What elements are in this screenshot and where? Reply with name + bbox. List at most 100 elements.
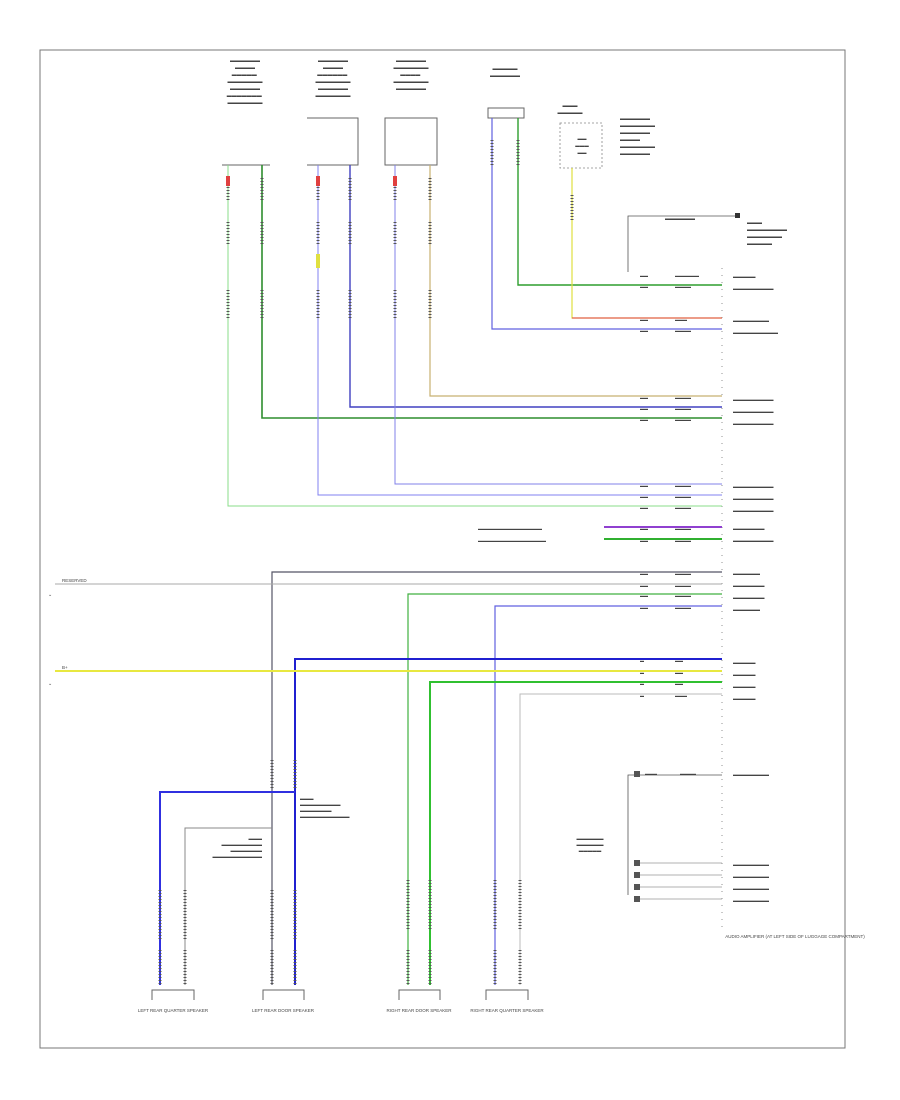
speaker-left-rear-quarter: LEFT REAR QUARTER SPEAKER <box>138 989 209 1013</box>
svg-text:▬▬: ▬▬ <box>640 417 648 422</box>
svg-text:▬: ▬ <box>640 681 644 686</box>
audio-unit-connector: ▬▬▬▬▬ ▬▬▬▬▬▬▬▬▬ ▬▬▬▬▬▬▬▬ ▬▬▬▬▬▬▬▬▬▬ ▬▬▬▬… <box>721 268 865 939</box>
connector-marks-top <box>226 140 574 320</box>
fuse-block: ▬▬▬▬▬▬▬▬ ▬▬▬▬▬▬▬ ▬▬▬▬▬▬▬▬▬▬▬▬▬▬▬▬▬▬▬ ▬▬▬… <box>558 103 655 169</box>
svg-text:▬▬: ▬▬ <box>640 406 648 411</box>
svg-text:▬▬▬▬: ▬▬▬▬ <box>675 284 691 289</box>
svg-text:▬▬▬▬▬: ▬▬▬▬▬ <box>733 684 756 689</box>
svg-text:▬▬▬▬▬▬▬: ▬▬▬▬▬▬▬ <box>733 583 765 588</box>
svg-text:▬▬▬▬▬▬▬▬: ▬▬▬▬▬▬▬▬ <box>733 772 770 777</box>
svg-text:▬▬▬▬: ▬▬▬▬ <box>675 395 691 400</box>
svg-text:▬▬: ▬▬ <box>640 273 648 278</box>
svg-text:▬▬▬▬▬▬▬▬▬▬▬▬▬▬▬▬▬▬▬ ▬▬▬▬: ▬▬▬▬▬▬▬▬▬▬▬▬▬▬▬▬▬▬▬ ▬▬▬▬▬▬▬▬▬▬▬▬▬▬▬▬▬ <box>620 116 655 157</box>
top-component-1: ▬▬▬▬▬▬▬▬▬▬▬▬▬▬▬ ▬▬▬▬▬▬▬▬▬▬▬▬▬▬▬▬▬▬▬▬ ▬▬▬… <box>222 58 270 166</box>
svg-text:B+: B+ <box>62 665 68 670</box>
svg-text:RIGHT REAR QUARTER SPEAKER: RIGHT REAR QUARTER SPEAKER <box>470 1008 544 1013</box>
top-component-4: ▬▬▬▬▬▬▬▬▬▬▬ <box>487 66 525 119</box>
svg-text:▬▬▬▬▬▬▬▬▬▬▬▬▬▬▬▬▬▬▬▬▬▬▬: ▬▬▬▬▬▬▬▬▬▬▬▬▬▬▬▬▬▬▬▬▬▬▬ <box>747 220 787 247</box>
svg-text:▬: ▬ <box>640 693 644 698</box>
wires-lower <box>55 571 722 985</box>
svg-text:▬▬▬▬: ▬▬▬▬ <box>675 605 691 610</box>
wires-top <box>227 118 722 540</box>
top-component-3: ▬▬▬▬▬▬▬▬▬▬▬▬▬▬▬▬▬ ▬▬▬▬▬▬▬▬▬▬▬▬▬ <box>384 58 438 166</box>
svg-text:▬▬: ▬▬ <box>640 583 648 588</box>
audio-unit-label: AUDIO AMPLIFIER (AT LEFT SIDE OF LUGGAGE… <box>725 934 865 939</box>
svg-text:▬▬▬▬: ▬▬▬▬ <box>675 526 691 531</box>
svg-text:▬▬: ▬▬ <box>640 505 648 510</box>
svg-text:▬▬▬▬▬▬▬▬▬▬▬▬▬▬▬▬▬ ▬▬▬▬▬▬: ▬▬▬▬▬▬▬▬▬▬▬▬▬▬▬▬▬ ▬▬▬▬▬▬▬▬▬▬▬▬▬ <box>394 58 429 92</box>
side-power-line: ⌄ B+ <box>48 665 68 687</box>
svg-text:▬▬▬▬▬▬▬▬▬▬▬▬▬▬▬▬▬: ▬▬▬▬▬▬▬▬▬▬▬▬▬▬▬▬▬ <box>478 538 546 543</box>
svg-text:▬▬▬▬: ▬▬▬▬ <box>675 571 691 576</box>
svg-text:▬▬▬▬▬▬▬: ▬▬▬▬▬▬▬ <box>575 136 589 155</box>
svg-text:▬▬▬▬: ▬▬▬▬ <box>675 417 691 422</box>
svg-text:⌄: ⌄ <box>48 592 52 598</box>
svg-text:▬▬▬▬▬▬▬▬▬▬: ▬▬▬▬▬▬▬▬▬▬ <box>733 330 779 335</box>
speaker-right-rear-quarter: RIGHT REAR QUARTER SPEAKER <box>470 989 544 1013</box>
svg-text:▬▬▬▬: ▬▬▬▬ <box>680 771 696 776</box>
svg-text:▬▬▬: ▬▬▬ <box>645 771 657 776</box>
svg-text:▬▬▬▬: ▬▬▬▬ <box>675 593 691 598</box>
svg-text:▬▬▬▬▬▬▬: ▬▬▬▬▬▬▬ <box>733 595 765 600</box>
svg-text:▬▬▬▬: ▬▬▬▬ <box>675 328 691 333</box>
svg-text:▬▬: ▬▬ <box>675 681 683 686</box>
svg-text:▬▬: ▬▬ <box>640 605 648 610</box>
speaker-left-rear-door: LEFT REAR DOOR SPEAKER <box>252 989 315 1013</box>
svg-text:▬: ▬ <box>640 670 644 675</box>
svg-text:▬▬▬▬▬: ▬▬▬▬▬ <box>733 660 756 665</box>
amp-control-block: ▬▬▬ ▬▬▬▬ ▬▬▬▬▬▬▬▬▬▬▬▬▬▬▬▬▬ <box>577 771 722 902</box>
svg-text:▬▬▬▬▬▬▬▬▬: ▬▬▬▬▬▬▬▬▬ <box>733 421 774 426</box>
svg-text:▬▬▬▬: ▬▬▬▬ <box>675 538 691 543</box>
svg-text:▬▬▬▬▬▬: ▬▬▬▬▬▬ <box>675 273 699 278</box>
svg-text:▬: ▬ <box>640 658 644 663</box>
svg-text:▬▬▬▬▬▬▬▬▬: ▬▬▬▬▬▬▬▬▬ <box>733 409 774 414</box>
svg-text:▬▬▬▬▬▬▬▬▬▬▬▬▬▬▬▬▬: ▬▬▬▬▬▬▬▬▬▬▬▬▬▬▬▬▬ <box>577 836 605 853</box>
svg-text:▬▬: ▬▬ <box>640 494 648 499</box>
svg-text:▬▬▬▬▬▬▬▬▬▬▬▬▬▬▬▬▬▬▬▬▬▬▬▬▬▬▬▬▬▬: ▬▬▬▬▬▬▬▬▬▬▬▬▬▬▬▬▬▬▬▬▬▬▬▬▬▬▬▬▬▬ <box>300 796 350 819</box>
svg-text:▬▬: ▬▬ <box>640 317 648 322</box>
diagram-frame <box>39 49 846 1049</box>
svg-text:▬▬: ▬▬ <box>640 284 648 289</box>
svg-text:▬▬▬▬▬▬: ▬▬▬▬▬▬ <box>733 571 761 576</box>
svg-text:▬▬▬: ▬▬▬ <box>675 693 687 698</box>
connector-marks-lower <box>158 760 522 985</box>
svg-text:▬▬▬▬▬▬▬▬▬▬▬▬▬▬▬▬: ▬▬▬▬▬▬▬▬▬▬▬▬▬▬▬▬ <box>478 526 542 531</box>
svg-text:▬▬▬▬▬▬▬▬: ▬▬▬▬▬▬▬▬ <box>733 874 770 879</box>
speaker-right-rear-door: RIGHT REAR DOOR SPEAKER <box>387 989 453 1013</box>
svg-text:RIGHT REAR DOOR SPEAKER: RIGHT REAR DOOR SPEAKER <box>387 1008 453 1013</box>
svg-text:▬▬▬▬: ▬▬▬▬ <box>675 494 691 499</box>
svg-text:LEFT REAR QUARTER SPEAKER: LEFT REAR QUARTER SPEAKER <box>138 1008 209 1013</box>
svg-text:⌄: ⌄ <box>48 681 52 687</box>
svg-text:▬▬▬▬▬▬▬▬▬▬▬: ▬▬▬▬▬▬▬▬▬▬▬ <box>490 66 520 79</box>
svg-text:▬▬▬▬▬▬: ▬▬▬▬▬▬ <box>665 216 695 222</box>
svg-text:▬▬: ▬▬ <box>640 526 648 531</box>
svg-text:▬▬▬▬▬▬: ▬▬▬▬▬▬ <box>733 607 761 612</box>
svg-text:▬▬▬▬: ▬▬▬▬ <box>675 583 691 588</box>
svg-text:▬▬: ▬▬ <box>640 538 648 543</box>
svg-text:▬▬▬▬▬▬▬▬: ▬▬▬▬▬▬▬▬ <box>733 898 770 903</box>
svg-text:▬▬: ▬▬ <box>640 395 648 400</box>
svg-text:▬▬▬: ▬▬▬ <box>675 317 687 322</box>
svg-text:▬▬▬▬▬▬▬▬▬: ▬▬▬▬▬▬▬▬▬ <box>733 484 774 489</box>
svg-text:▬▬▬▬▬▬▬: ▬▬▬▬▬▬▬ <box>733 526 765 531</box>
svg-text:▬▬▬▬▬: ▬▬▬▬▬ <box>733 696 756 701</box>
svg-text:▬▬▬▬: ▬▬▬▬ <box>675 483 691 488</box>
svg-text:▬▬▬▬▬▬▬▬▬: ▬▬▬▬▬▬▬▬▬ <box>733 496 774 501</box>
svg-text:▬▬▬▬▬▬▬▬▬▬▬▬▬▬▬ ▬▬▬▬▬▬▬▬: ▬▬▬▬▬▬▬▬▬▬▬▬▬▬▬ ▬▬▬▬▬▬▬▬▬▬▬▬▬▬▬▬▬▬▬▬ ▬▬▬… <box>227 58 263 106</box>
side-signal-line: ⌄ RESERVED <box>48 578 87 598</box>
ground-block: ▬▬▬▬▬▬ ▬▬▬▬▬▬▬▬▬▬▬▬▬▬▬▬▬▬▬▬▬▬▬ <box>627 213 787 272</box>
svg-text:▬▬▬▬▬▬▬▬: ▬▬▬▬▬▬▬▬ <box>733 886 770 891</box>
svg-text:▬▬: ▬▬ <box>640 328 648 333</box>
svg-text:▬▬▬▬▬▬▬▬▬: ▬▬▬▬▬▬▬▬▬ <box>733 508 774 513</box>
svg-text:▬▬▬▬▬▬▬▬▬: ▬▬▬▬▬▬▬▬▬ <box>733 286 774 291</box>
svg-text:▬▬▬▬▬▬▬▬▬▬▬▬▬▬▬▬▬▬▬▬▬▬▬▬▬▬▬▬▬▬: ▬▬▬▬▬▬▬▬▬▬▬▬▬▬▬▬▬▬▬▬▬▬▬▬▬▬▬▬▬▬ <box>213 836 263 859</box>
svg-text:▬▬▬▬▬: ▬▬▬▬▬ <box>733 274 756 279</box>
svg-text:▬▬: ▬▬ <box>640 483 648 488</box>
svg-text:▬▬: ▬▬ <box>640 593 648 598</box>
lower-wire-code-labels: ▬▬▬▬▬▬ ▬▬▬▬▬▬ ▬▬▬▬▬▬ ▬▬▬▬▬▬ ▬▬▬ ▬▬▬ ▬▬▬ … <box>640 571 691 698</box>
svg-text:▬▬▬▬▬▬▬▬▬▬▬▬▬▬▬▬ ▬▬▬▬▬▬▬: ▬▬▬▬▬▬▬▬▬▬▬▬▬▬▬▬ ▬▬▬▬▬▬▬▬▬▬▬▬▬▬▬▬▬▬▬▬ <box>316 58 351 99</box>
svg-text:▬▬▬▬: ▬▬▬▬ <box>675 505 691 510</box>
svg-text:▬▬▬▬▬▬▬▬▬: ▬▬▬▬▬▬▬▬▬ <box>733 538 774 543</box>
svg-text:▬▬▬▬▬▬▬▬: ▬▬▬▬▬▬▬▬ <box>733 862 770 867</box>
